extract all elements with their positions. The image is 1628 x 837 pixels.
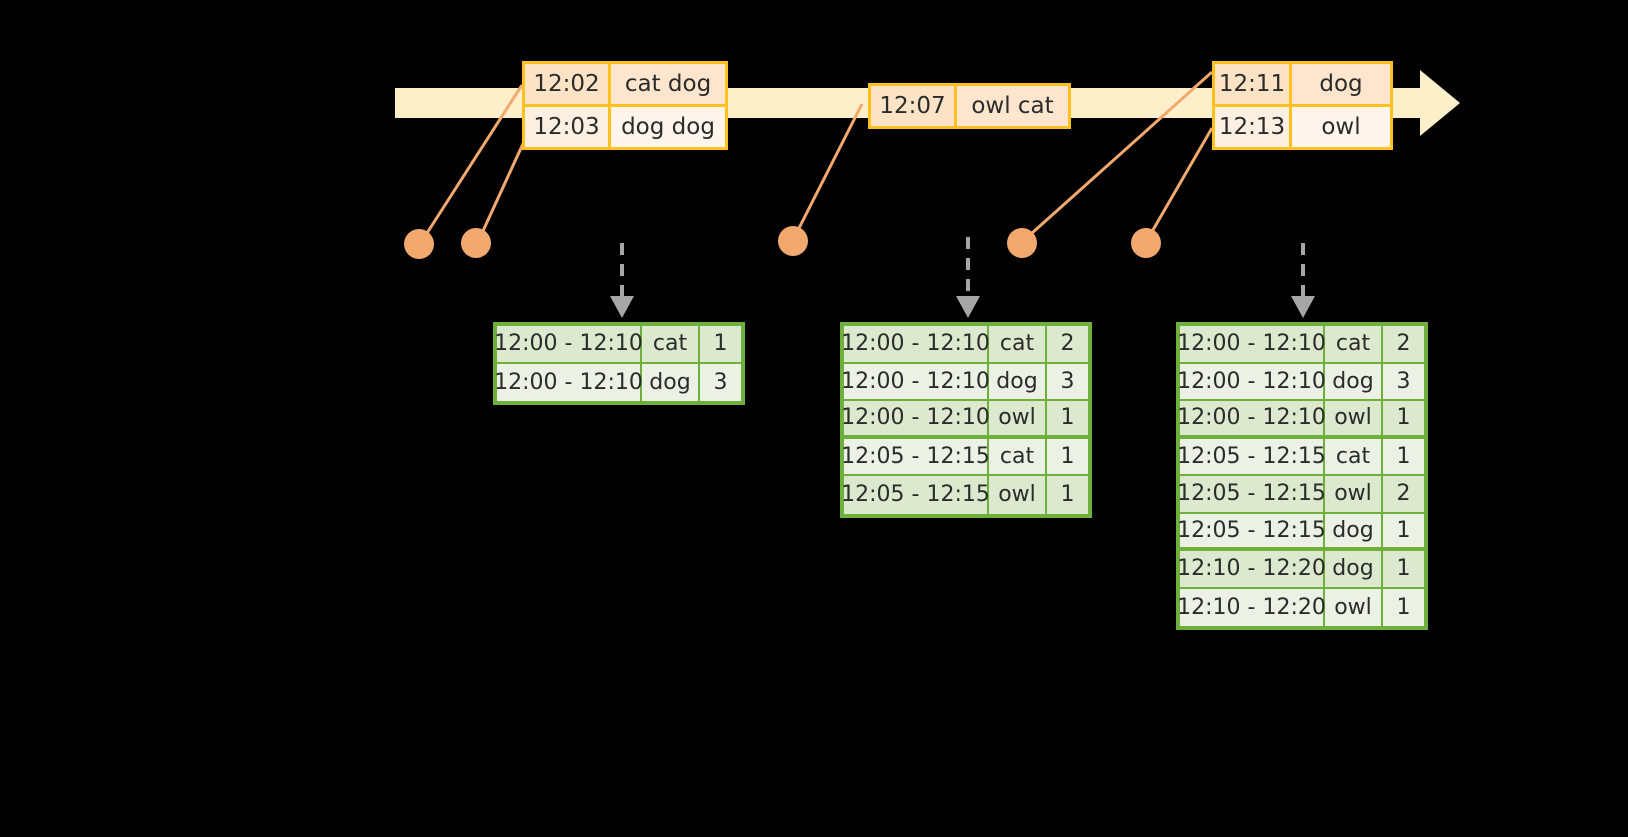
cell-word: dog — [1325, 363, 1383, 401]
result-table-1[interactable]: 12:00 - 12:10 cat 1 12:00 - 12:10 dog 3 — [493, 322, 745, 405]
connector-line-5 — [1144, 127, 1214, 243]
event-time: 12:07 — [871, 86, 957, 126]
event-time: 12:13 — [1215, 107, 1292, 147]
cell-count: 1 — [1383, 513, 1424, 551]
trigger-arrows — [610, 237, 1315, 318]
cell-word: owl — [1325, 401, 1383, 439]
event-words: dog — [1292, 64, 1390, 104]
event-time: 12:03 — [525, 107, 611, 147]
cell-count: 2 — [1047, 326, 1088, 364]
event-dot-4 — [1007, 228, 1037, 258]
cell-window: 12:00 - 12:10 — [841, 326, 990, 364]
cell-window: 12:00 - 12:10 — [841, 401, 990, 439]
cell-count: 1 — [1383, 438, 1424, 476]
cell-window: 12:05 - 12:15 — [1177, 476, 1326, 514]
cell-window: 12:10 - 12:20 — [1177, 588, 1326, 626]
cell-word: cat — [642, 326, 700, 364]
cell-word: owl — [1325, 476, 1383, 514]
event-time: 12:02 — [525, 64, 611, 104]
cell-count: 3 — [1383, 363, 1424, 401]
event-words: cat dog — [611, 64, 725, 104]
cell-count: 1 — [1383, 401, 1424, 439]
table-row[interactable]: 12:00 - 12:10 owl 1 — [841, 401, 1088, 439]
event-dots — [404, 226, 1161, 259]
result-table-3[interactable]: 12:00 - 12:10 cat 2 12:00 - 12:10 dog 3 … — [1176, 322, 1428, 630]
cell-count: 2 — [1383, 476, 1424, 514]
event-words: owl — [1292, 107, 1390, 147]
connector-line-3 — [791, 103, 864, 241]
event-dot-5 — [1131, 228, 1161, 258]
table-row[interactable]: 12:00 - 12:10 cat 2 — [1177, 326, 1424, 364]
table-row[interactable]: 12:05 - 12:15 cat 1 — [1177, 438, 1424, 476]
cell-window: 12:00 - 12:10 — [841, 363, 990, 401]
cell-window: 12:05 - 12:15 — [1177, 513, 1326, 551]
cell-count: 1 — [1047, 401, 1088, 439]
cell-word: dog — [1325, 551, 1383, 589]
event-words: dog dog — [611, 107, 725, 147]
trigger-arrow-head-2 — [956, 296, 980, 318]
cell-word: owl — [1325, 588, 1383, 626]
cell-window: 12:05 - 12:15 — [841, 476, 990, 514]
table-row[interactable]: 12:00 - 12:10 dog 3 — [841, 363, 1088, 401]
cell-count: 1 — [1383, 588, 1424, 626]
event-row[interactable]: 12:03 dog dog — [525, 104, 725, 147]
event-dot-1 — [404, 229, 434, 259]
cell-count: 3 — [1047, 363, 1088, 401]
cell-word: dog — [1325, 513, 1383, 551]
event-dot-2 — [461, 228, 491, 258]
table-row[interactable]: 12:10 - 12:20 owl 1 — [1177, 588, 1424, 626]
table-row[interactable]: 12:10 - 12:20 dog 1 — [1177, 551, 1424, 589]
table-row[interactable]: 12:00 - 12:10 owl 1 — [1177, 401, 1424, 439]
trigger-arrow-head-1 — [610, 296, 634, 318]
cell-word: dog — [989, 363, 1047, 401]
table-row[interactable]: 12:00 - 12:10 dog 3 — [494, 363, 741, 401]
cell-word: cat — [1325, 438, 1383, 476]
table-row[interactable]: 12:05 - 12:15 cat 1 — [841, 438, 1088, 476]
cell-word: owl — [989, 476, 1047, 514]
cell-count: 1 — [700, 326, 741, 364]
table-row[interactable]: 12:05 - 12:15 dog 1 — [1177, 513, 1424, 551]
event-row[interactable]: 12:02 cat dog — [525, 64, 725, 104]
event-words: owl cat — [957, 86, 1068, 126]
cell-window: 12:05 - 12:15 — [1177, 438, 1326, 476]
event-time: 12:11 — [1215, 64, 1292, 104]
connector-line-1 — [418, 84, 524, 245]
event-group-1[interactable]: 12:02 cat dog 12:03 dog dog — [522, 61, 728, 150]
event-row[interactable]: 12:07 owl cat — [871, 86, 1068, 126]
table-row[interactable]: 12:05 - 12:15 owl 2 — [1177, 476, 1424, 514]
table-row[interactable]: 12:00 - 12:10 cat 1 — [494, 326, 741, 364]
cell-word: cat — [1325, 326, 1383, 364]
event-dot-3 — [778, 226, 808, 256]
cell-count: 1 — [1383, 551, 1424, 589]
cell-window: 12:00 - 12:10 — [1177, 401, 1326, 439]
cell-count: 1 — [1047, 476, 1088, 514]
cell-word: owl — [989, 401, 1047, 439]
table-row[interactable]: 12:00 - 12:10 cat 2 — [841, 326, 1088, 364]
event-row[interactable]: 12:11 dog — [1215, 64, 1390, 104]
connector-line-2 — [475, 134, 529, 245]
cell-word: cat — [989, 326, 1047, 364]
cell-window: 12:00 - 12:10 — [494, 363, 643, 401]
trigger-arrow-head-3 — [1291, 296, 1315, 318]
cell-count: 1 — [1047, 438, 1088, 476]
cell-count: 3 — [700, 363, 741, 401]
table-row[interactable]: 12:00 - 12:10 dog 3 — [1177, 363, 1424, 401]
event-group-3[interactable]: 12:11 dog 12:13 owl — [1212, 61, 1393, 150]
event-group-2[interactable]: 12:07 owl cat — [868, 83, 1071, 129]
cell-window: 12:00 - 12:10 — [1177, 326, 1326, 364]
cell-count: 2 — [1383, 326, 1424, 364]
event-row[interactable]: 12:13 owl — [1215, 104, 1390, 147]
table-row[interactable]: 12:05 - 12:15 owl 1 — [841, 476, 1088, 514]
result-table-2[interactable]: 12:00 - 12:10 cat 2 12:00 - 12:10 dog 3 … — [840, 322, 1092, 518]
cell-window: 12:00 - 12:10 — [494, 326, 643, 364]
cell-window: 12:00 - 12:10 — [1177, 363, 1326, 401]
cell-window: 12:10 - 12:20 — [1177, 551, 1326, 589]
cell-word: cat — [989, 438, 1047, 476]
cell-window: 12:05 - 12:15 — [841, 438, 990, 476]
cell-word: dog — [642, 363, 700, 401]
